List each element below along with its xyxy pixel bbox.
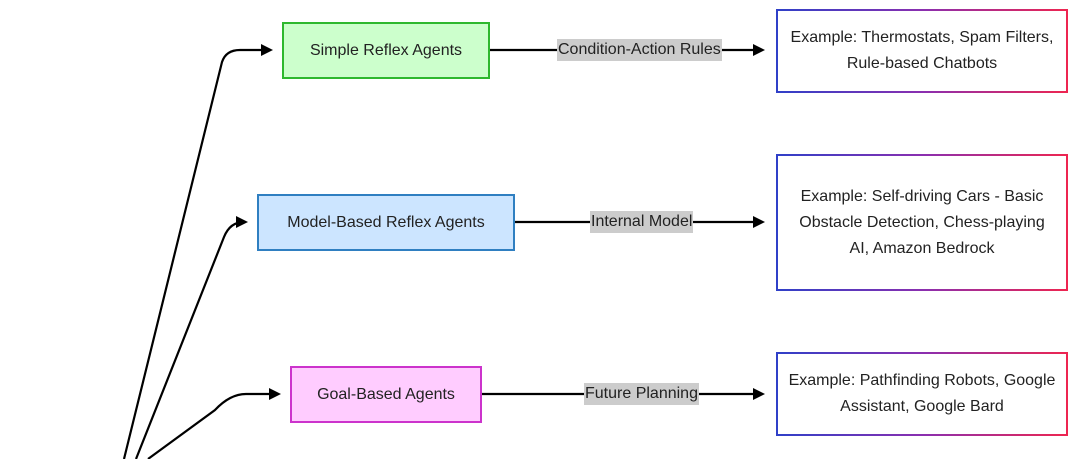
node-model-based-reflex-agents: Model-Based Reflex Agents (257, 194, 515, 251)
edge-root-to-simple-reflex (122, 44, 273, 460)
node-example-model-based: Example: Self-driving Cars - Basic Obsta… (776, 154, 1068, 291)
node-example-goal-based: Example: Pathfinding Robots, Google Assi… (776, 352, 1068, 436)
node-goal-based-agents: Goal-Based Agents (290, 366, 482, 423)
edge-root-to-goal-based (147, 388, 281, 460)
edge-label-future-planning: Future Planning (584, 383, 699, 405)
edge-label-condition-action-rules: Condition-Action Rules (557, 39, 722, 61)
node-example-simple-reflex: Example: Thermostats, Spam Filters, Rule… (776, 9, 1068, 93)
node-simple-reflex-agents: Simple Reflex Agents (282, 22, 490, 79)
edge-root-to-model-based (134, 216, 248, 460)
edge-label-internal-model: Internal Model (590, 211, 694, 233)
